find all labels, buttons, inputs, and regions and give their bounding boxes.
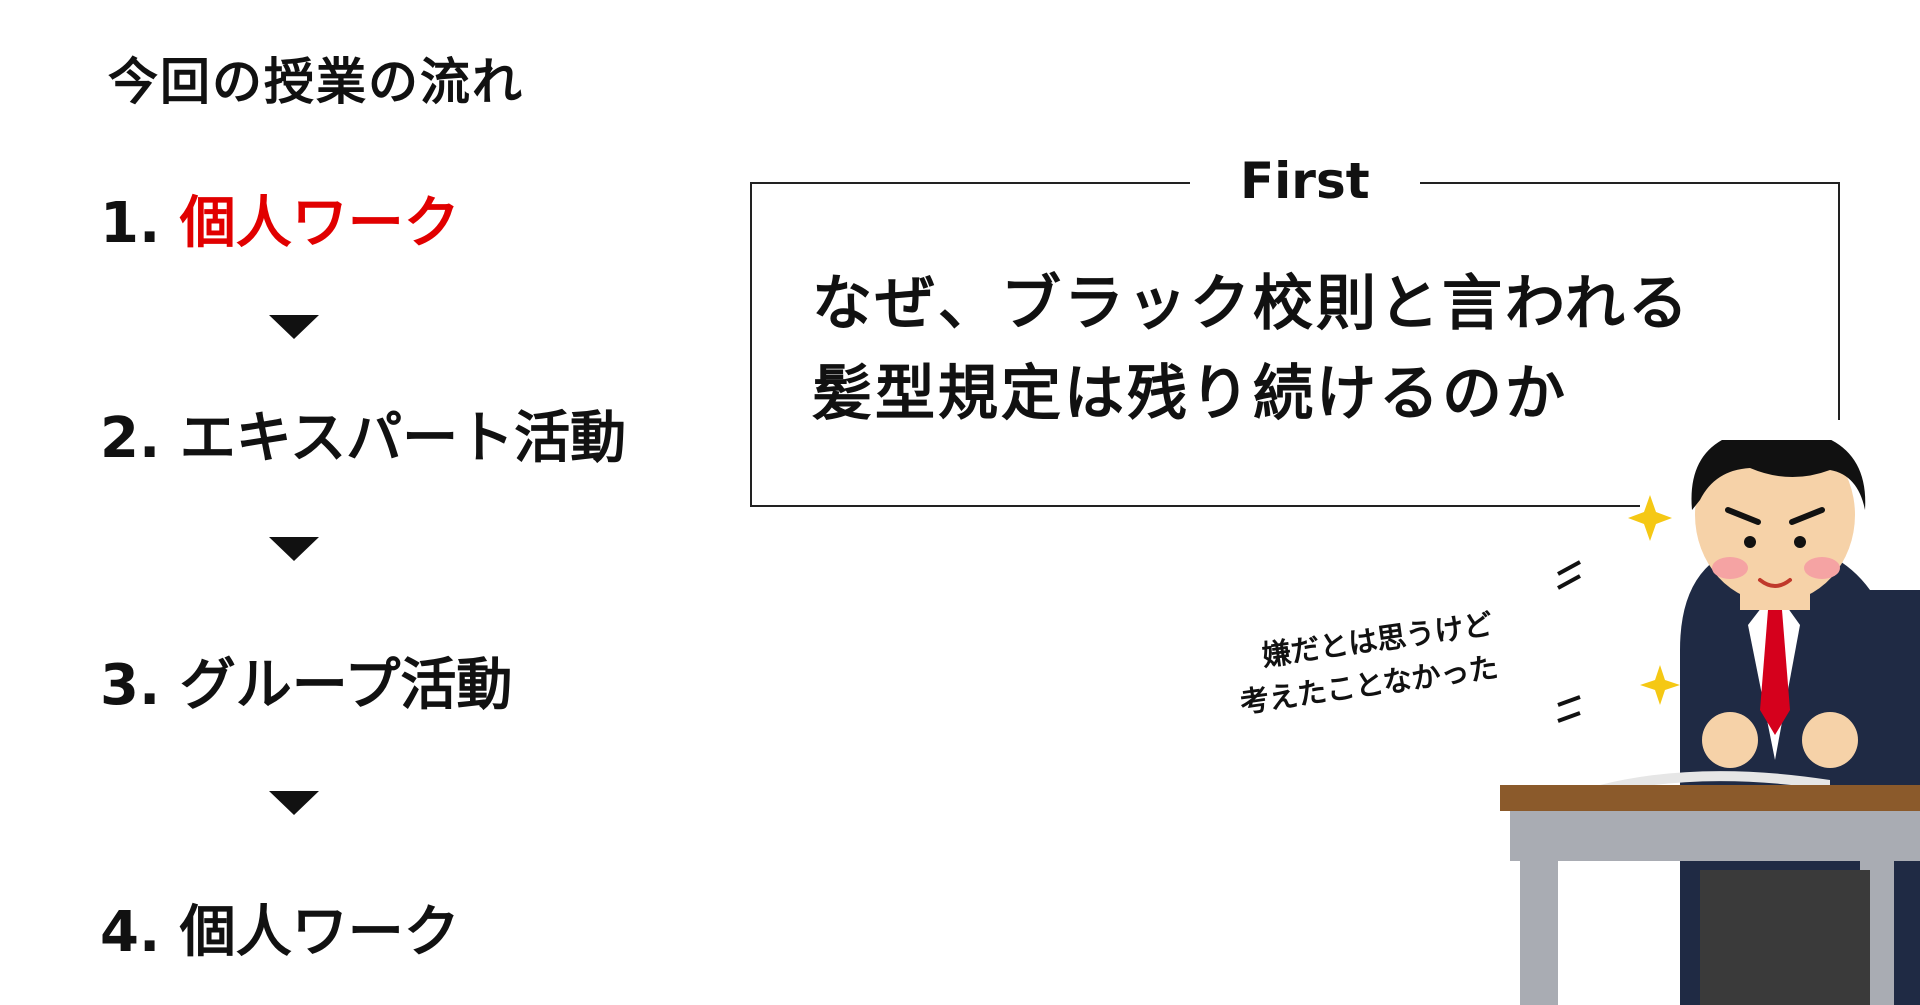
- step-number: 1.: [100, 191, 161, 256]
- question-line-1: なぜ、ブラック校則と言われる: [812, 269, 1691, 339]
- step-number: 4.: [100, 900, 161, 965]
- question-label: First: [1190, 150, 1420, 212]
- flow-step-1: 1. 個人ワーク: [100, 178, 460, 259]
- step-number: 2.: [100, 406, 161, 471]
- student-at-desk-illustration: [1500, 440, 1920, 1005]
- step-label: 個人ワーク: [179, 191, 460, 256]
- emphasis-lines-icon: [1557, 695, 1581, 723]
- step-label: 個人ワーク: [179, 900, 460, 965]
- step-label: グループ活動: [179, 653, 513, 718]
- sparkle-star-icon: [1640, 665, 1680, 705]
- down-triangle-arrow-icon: [269, 315, 319, 339]
- step-label: エキスパート活動: [179, 406, 627, 471]
- step-number: 3.: [100, 653, 161, 718]
- question-line-2: 髪型規定は残り続けるのか: [812, 359, 1568, 429]
- down-triangle-arrow-icon: [269, 791, 319, 815]
- sparkle-star-icon: [1628, 495, 1672, 541]
- page-title: 今回の授業の流れ: [108, 53, 524, 111]
- down-triangle-arrow-icon: [269, 537, 319, 561]
- emphasis-lines-icon: [1557, 560, 1581, 590]
- flow-step-3: 3. グループ活動: [100, 640, 512, 721]
- flow-step-4: 4. 個人ワーク: [100, 887, 460, 968]
- flow-step-2: 2. エキスパート活動: [100, 393, 626, 474]
